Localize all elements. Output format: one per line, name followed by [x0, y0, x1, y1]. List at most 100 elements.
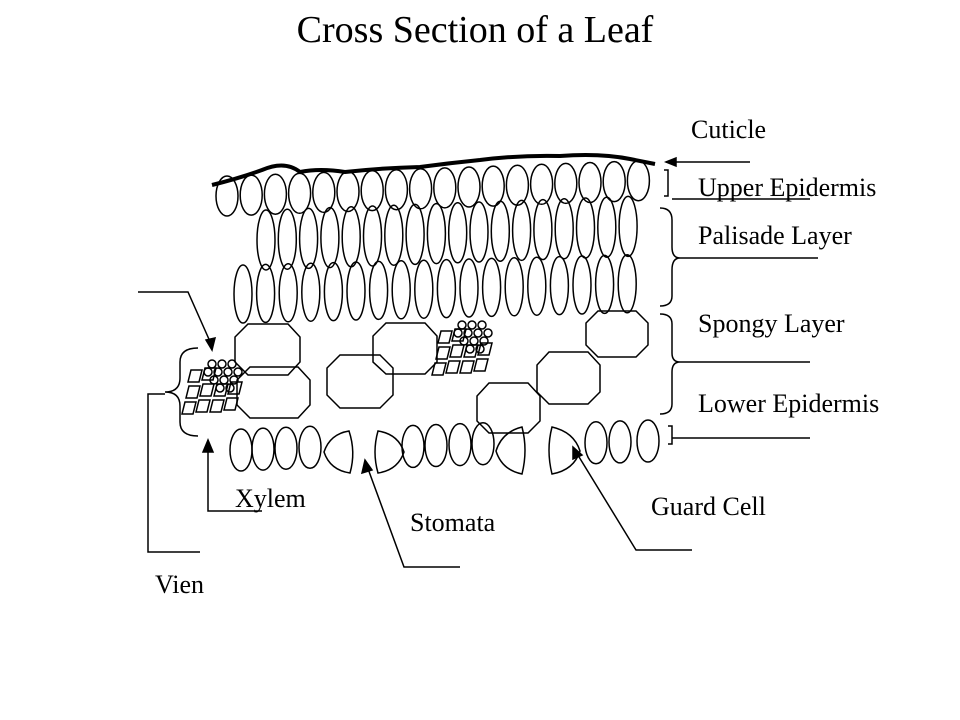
- leader-xylem: [207, 446, 262, 512]
- epidermis-cell: [312, 171, 336, 214]
- leader-stomata: [366, 465, 460, 568]
- palisade-cell: [384, 204, 404, 266]
- phloem-cell: [195, 399, 211, 413]
- palisade-cell: [301, 262, 321, 322]
- arrowhead-xylem: [201, 438, 215, 453]
- palisade-cell: [575, 197, 596, 259]
- bracket-upper-epidermis: [664, 169, 669, 197]
- epidermis-cell: [408, 168, 433, 210]
- palisade-cells: [233, 195, 638, 324]
- palisade-cell: [594, 254, 615, 315]
- epidermis-cell: [251, 427, 275, 471]
- phloem-cell: [445, 360, 461, 374]
- xylem-vessel: [227, 359, 237, 369]
- spongy-cells: [234, 310, 649, 434]
- xylem-vessel: [223, 367, 233, 377]
- phloem-cell: [201, 367, 217, 381]
- palisade-cell: [511, 199, 532, 262]
- palisade-cell: [597, 196, 617, 258]
- epidermis-cell: [602, 160, 626, 203]
- palisade-cell: [320, 206, 340, 269]
- phloem-cell: [181, 401, 197, 415]
- leader-xylem-top: [138, 291, 213, 347]
- phloem-cell: [187, 369, 203, 383]
- arrowhead-stomata: [360, 458, 374, 475]
- palisade-cell: [405, 203, 425, 266]
- phloem-cell: [213, 383, 229, 397]
- spongy-cell: [536, 351, 601, 405]
- xylem-vessel: [479, 336, 489, 346]
- epidermis-cell: [457, 166, 481, 208]
- xylem-vessel: [219, 375, 229, 385]
- phloem-cell: [477, 342, 493, 356]
- epidermis-cell: [554, 162, 578, 205]
- palisade-cell: [549, 255, 570, 316]
- epidermis-cell: [239, 174, 263, 216]
- phloem-cell: [431, 362, 447, 376]
- palisade-cell: [554, 198, 574, 260]
- palisade-cell: [323, 261, 344, 322]
- phloem-cell: [199, 383, 215, 397]
- spongy-cell: [372, 322, 438, 375]
- spongy-cell: [585, 310, 649, 358]
- epidermis-cell: [471, 421, 495, 466]
- phloem-cell: [209, 399, 225, 413]
- xylem-vessel: [217, 359, 227, 369]
- leader-guard-cell: [575, 451, 692, 551]
- bracket-spongy: [659, 313, 681, 415]
- xylem-vessel: [483, 328, 493, 338]
- palisade-cell: [391, 260, 411, 320]
- phloem-cell: [185, 385, 201, 399]
- xylem-vessel: [467, 320, 477, 330]
- bracket-lower-epidermis: [668, 425, 673, 445]
- vein-bundle: [431, 320, 493, 376]
- spongy-cell: [234, 323, 301, 376]
- epidermis-cell: [626, 159, 651, 202]
- cuticle-line: [211, 153, 656, 187]
- guard-cell: [323, 430, 354, 474]
- palisade-cell: [298, 207, 319, 270]
- palisade-cell: [436, 258, 457, 319]
- arrowhead-cuticle: [663, 156, 677, 168]
- palisade-cell: [618, 195, 638, 258]
- lower-epidermis-cells: [229, 419, 660, 472]
- phloem-cell: [227, 381, 243, 395]
- palisade-cell: [533, 198, 553, 261]
- phloem-cell: [449, 344, 465, 358]
- epidermis-cell: [401, 424, 425, 469]
- guard-cell: [548, 426, 581, 475]
- label-stomata: Stomata: [410, 508, 496, 537]
- guard-cell: [495, 426, 526, 475]
- palisade-cell: [447, 202, 468, 264]
- label-upper-epidermis: Upper Epidermis: [698, 173, 877, 202]
- spongy-cell: [236, 366, 311, 419]
- xylem-vessel: [213, 367, 223, 377]
- palisade-cell: [527, 256, 547, 316]
- xylem-vessel: [477, 320, 487, 330]
- xylem-vessel: [233, 367, 243, 377]
- guard-cell: [374, 430, 405, 474]
- epidermis-cell: [215, 175, 239, 217]
- palisade-cell: [362, 205, 383, 267]
- palisade-cell: [278, 263, 298, 323]
- epidermis-cell: [360, 169, 384, 212]
- epidermis-cell: [481, 165, 505, 207]
- label-guard-cell: Guard Cell: [651, 492, 766, 521]
- epidermis-cell: [274, 426, 298, 470]
- epidermis-cell: [263, 173, 288, 215]
- xylem-vessel: [463, 328, 473, 338]
- bracket-vein: [164, 347, 199, 437]
- palisade-cell: [414, 259, 434, 319]
- palisade-cell: [469, 201, 489, 263]
- epidermis-cell: [229, 428, 253, 472]
- palisade-cell: [490, 200, 511, 262]
- diagram-title: Cross Section of a Leaf: [296, 9, 654, 51]
- spongy-cell: [326, 354, 394, 409]
- epidermis-cell: [636, 419, 660, 463]
- epidermis-cell: [424, 423, 448, 468]
- xylem-vessel: [473, 328, 483, 338]
- epidermis-cell: [433, 167, 457, 209]
- palisade-cell: [233, 264, 253, 324]
- epidermis-cell: [578, 161, 602, 204]
